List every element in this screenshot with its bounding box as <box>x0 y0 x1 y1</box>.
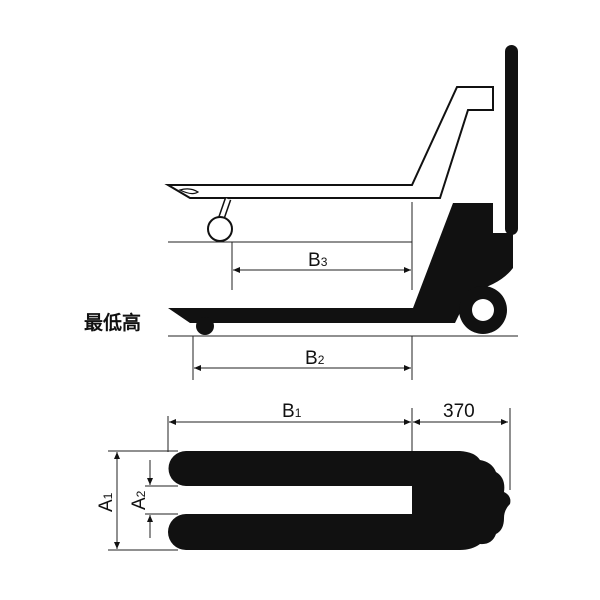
a2-label: A2 <box>129 490 150 510</box>
dimension-370-label: 370 <box>443 401 475 422</box>
dimension-a1 <box>108 450 178 551</box>
b3-label: B3 <box>308 250 328 271</box>
min-height-label: 最低高 <box>84 311 141 334</box>
a1-label: A1 <box>96 492 117 512</box>
b1-label: B1 <box>282 401 302 422</box>
dimension-a2 <box>145 460 178 538</box>
top-view-forks <box>168 451 511 550</box>
b2-label: B2 <box>305 348 325 369</box>
dimension-b3 <box>231 202 413 290</box>
handle-bar <box>505 45 518 235</box>
dimension-b1 <box>167 408 413 452</box>
dimension-b2 <box>192 336 413 380</box>
raised-truck-outline <box>164 86 494 242</box>
dimension-370 <box>413 408 511 490</box>
load-wheel <box>196 317 214 335</box>
lowered-truck <box>168 45 518 335</box>
